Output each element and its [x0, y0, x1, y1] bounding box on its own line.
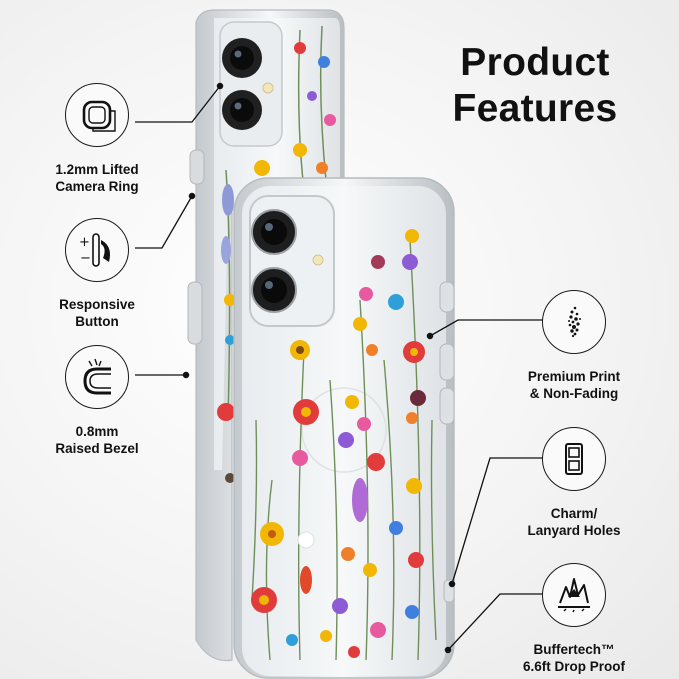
print-dots-icon [542, 290, 606, 354]
back-phone-flowers [217, 25, 336, 483]
svg-text:+: + [79, 235, 90, 250]
responsive-button-icon: + − [65, 218, 129, 282]
title-line-2: Features [452, 87, 618, 130]
feature-label: Premium Print & Non-Fading [527, 369, 621, 401]
back-phone-case [187, 9, 345, 662]
feature-premium-print: Premium Print & Non-Fading [514, 290, 634, 402]
feature-label: 1.2mm Lifted Camera Ring [55, 162, 139, 194]
feature-lifted-camera-ring: 1.2mm Lifted Camera Ring [42, 83, 152, 195]
front-phone-case [233, 177, 455, 679]
feature-raised-bezel: 0.8mm Raised Bezel [42, 345, 152, 457]
raised-bezel-icon [65, 345, 129, 409]
front-phone-camera [249, 195, 335, 327]
lifted-camera-ring-icon [65, 83, 129, 147]
page-title: Product Features [435, 40, 635, 132]
callout-lines [135, 82, 545, 654]
feature-label: Charm/ Lanyard Holes [527, 506, 621, 538]
feature-drop-proof: Buffertech™ 6.6ft Drop Proof [514, 563, 634, 675]
feature-label: Buffertech™ 6.6ft Drop Proof [522, 642, 625, 674]
feature-responsive-button: + − Responsive Button [42, 218, 152, 330]
feature-label: 0.8mm Raised Bezel [55, 424, 139, 456]
feature-lanyard-holes: Charm/ Lanyard Holes [514, 427, 634, 539]
drop-impact-icon [542, 563, 606, 627]
svg-text:−: − [80, 251, 91, 266]
lanyard-holes-icon [542, 427, 606, 491]
feature-label: Responsive Button [59, 297, 135, 329]
front-phone-blooms [251, 229, 426, 658]
back-phone-camera [219, 21, 283, 147]
title-line-1: Product [460, 41, 610, 84]
front-phone-flowers [251, 239, 437, 661]
